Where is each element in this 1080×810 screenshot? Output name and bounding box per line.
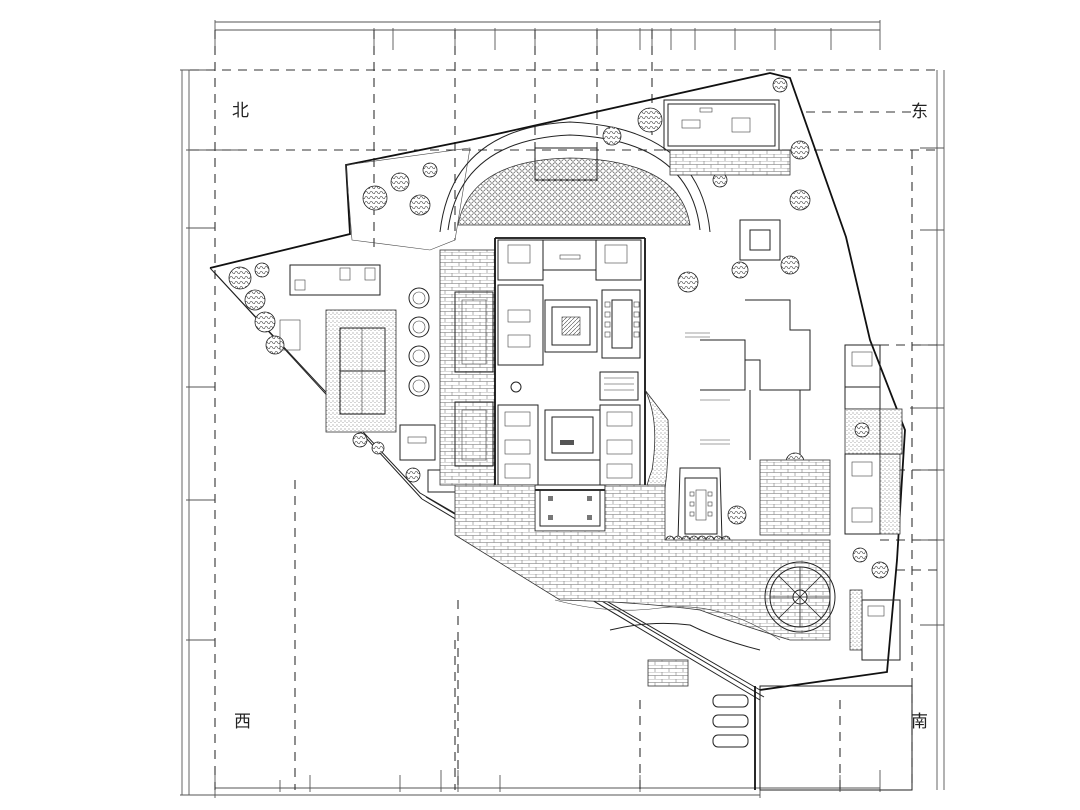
compass-label-east: 东 bbox=[911, 102, 928, 122]
compass-label-south: 南 bbox=[911, 712, 928, 732]
round-tables bbox=[408, 287, 430, 397]
east-garden bbox=[644, 261, 831, 536]
central-hall-feature bbox=[561, 316, 581, 336]
main-building bbox=[439, 237, 646, 532]
cobble-plaza bbox=[457, 157, 691, 226]
east-wing bbox=[844, 344, 903, 661]
dimension-lines bbox=[180, 20, 945, 798]
west-court-area bbox=[228, 262, 457, 493]
parking-cars bbox=[712, 694, 749, 748]
dining-pavilion bbox=[665, 467, 731, 545]
entrance-steps bbox=[647, 659, 689, 687]
south-plaza bbox=[454, 484, 831, 687]
compass-label-west: 西 bbox=[234, 712, 251, 732]
compass-label-north: 北 bbox=[232, 101, 249, 121]
round-gazebo bbox=[764, 561, 836, 633]
west-planting bbox=[228, 262, 285, 355]
northeast-pavilion bbox=[602, 77, 811, 275]
north-garden bbox=[345, 121, 711, 251]
grid-axes bbox=[190, 30, 938, 790]
ne-landscape bbox=[602, 77, 811, 275]
